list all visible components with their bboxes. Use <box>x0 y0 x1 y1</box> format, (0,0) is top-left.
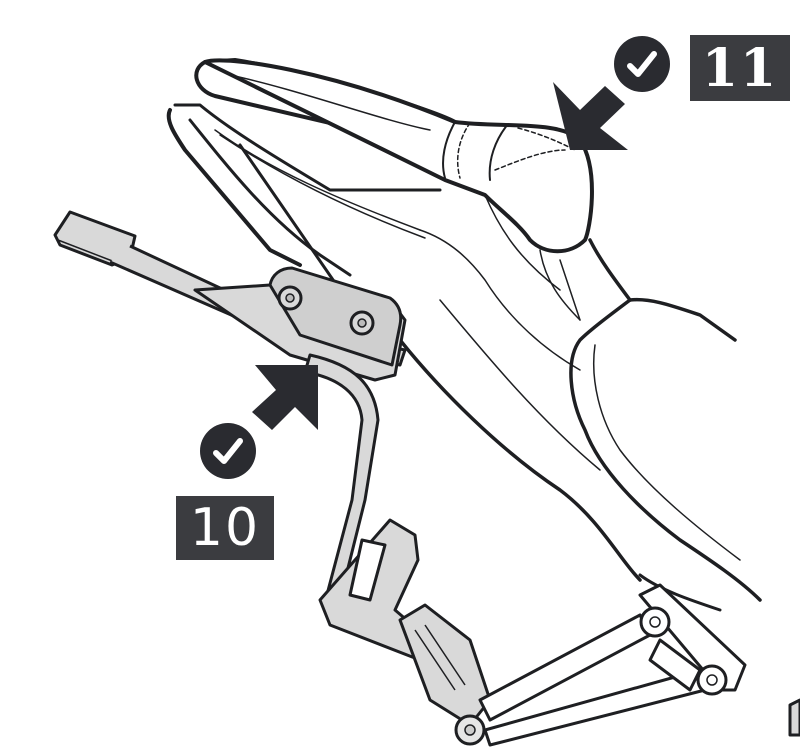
lower-struts <box>478 583 800 747</box>
rider-seat <box>569 297 762 612</box>
pointer-arrow-icon-11 <box>553 82 628 150</box>
check-circle-icon <box>200 423 256 479</box>
step-number-label: 11 <box>690 35 790 101</box>
tail-body <box>166 103 642 582</box>
rack-top-bar <box>53 210 407 382</box>
step-number-label: 10 <box>176 496 274 560</box>
pointer-arrow-icon-10 <box>252 365 318 430</box>
rear-seat-cowl <box>194 58 594 254</box>
pannier-frame <box>303 353 492 746</box>
check-circle-icon <box>614 36 670 92</box>
